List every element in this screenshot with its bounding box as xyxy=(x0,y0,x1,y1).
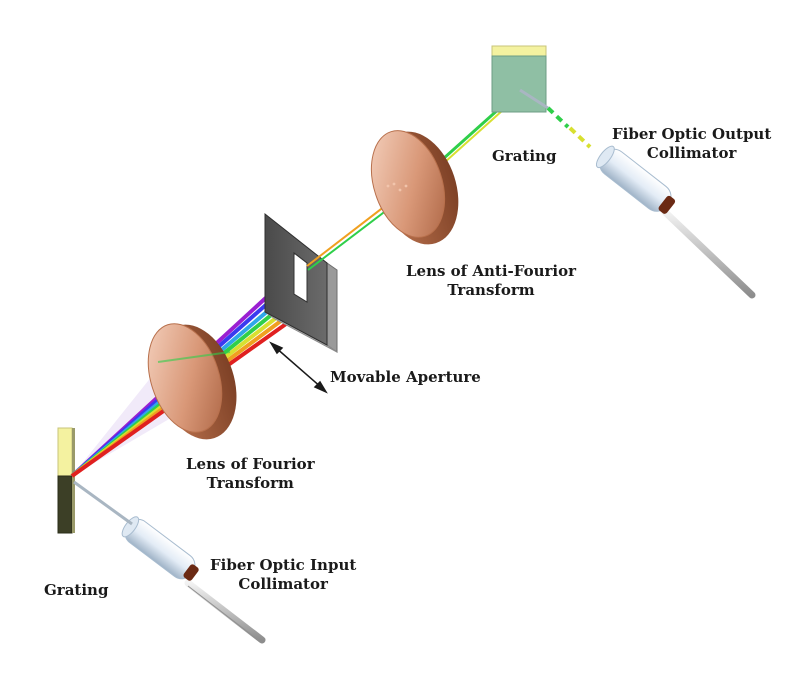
fiber-input-label-line2: Collimator xyxy=(238,575,328,593)
output-collimator-ferrule xyxy=(658,195,676,214)
input-fiber-collimator xyxy=(73,480,266,644)
grating-input-label: Grating xyxy=(44,581,109,599)
input-fiber-cable xyxy=(184,579,266,644)
fourier-lens xyxy=(147,323,237,440)
anti-fourier-lens xyxy=(370,130,459,245)
aperture-label: Movable Aperture xyxy=(330,368,481,386)
anti-fourier-lens-label-line1: Lens of Anti-Fourior xyxy=(406,262,576,280)
fourier-lens-label-line2: Transform xyxy=(206,474,294,492)
fiber-input-label: Fiber Optic Input Collimator xyxy=(210,556,356,594)
input-grating-reflective-top xyxy=(57,427,73,477)
anti-fourier-lens-label: Lens of Anti-Fourior Transform xyxy=(406,262,576,300)
output-grating xyxy=(491,45,547,113)
output-grating-reflective-top xyxy=(491,45,547,57)
input-grating-body xyxy=(57,475,73,534)
output-fiber-collimator xyxy=(595,145,756,299)
output-beam xyxy=(519,88,592,149)
output-fiber-cable xyxy=(661,208,756,299)
aperture-slit xyxy=(293,251,308,303)
fiber-output-label-line2: Collimator xyxy=(646,144,737,162)
input-collimator-ferrule xyxy=(183,564,199,581)
input-grating xyxy=(57,427,75,534)
fiber-input-label-line1: Fiber Optic Input xyxy=(210,556,357,574)
fourier-lens-face xyxy=(147,323,223,433)
anti-fourier-lens-face xyxy=(370,130,446,238)
grating-output-label: Grating xyxy=(492,147,557,165)
fiber-output-label-line1: Fiber Optic Output xyxy=(612,125,772,143)
movable-aperture xyxy=(264,212,338,394)
fourier-lens-label: Lens of Fourior Transform xyxy=(186,455,315,493)
anti-fourier-lens-label-line2: Transform xyxy=(447,281,535,299)
fourier-lens-label-line1: Lens of Fourior xyxy=(186,455,315,473)
fiber-output-label: Fiber Optic Output Collimator xyxy=(612,125,771,163)
aperture-movement-arrow xyxy=(269,341,328,394)
output-grating-body xyxy=(491,55,547,113)
